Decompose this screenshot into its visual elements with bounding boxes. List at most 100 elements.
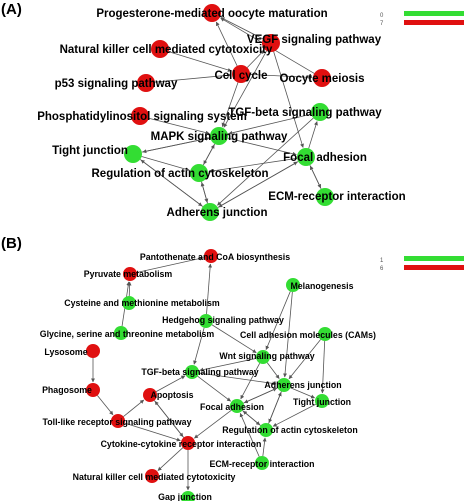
node-pyr-label: Pyruvate metabolism bbox=[84, 269, 173, 279]
edge-aj-to-fa bbox=[217, 161, 298, 208]
node-prog-label: Progesterone-mediated oocyte maturation bbox=[96, 8, 327, 20]
node-vegf-circle bbox=[262, 34, 280, 52]
edge-ajb-to-tjb bbox=[290, 387, 315, 399]
node-rac-circle bbox=[190, 164, 208, 182]
node-pis-label: Phosphatidylinositol signaling system bbox=[37, 111, 247, 123]
node-tlr-circle bbox=[111, 414, 125, 428]
edge-mapk-to-rac bbox=[203, 143, 216, 165]
node-wnt-circle bbox=[256, 350, 270, 364]
node-mel-circle bbox=[286, 278, 300, 292]
legend-b-top-value: 1 bbox=[380, 258, 384, 264]
edge-wnt-to-tgfb bbox=[199, 358, 257, 372]
node-pis-circle bbox=[131, 107, 149, 125]
panel-b: (B) 1 6 Pantothenate and CoA biosynthesi… bbox=[1, 235, 464, 501]
node-mel-label: Melanogenesis bbox=[290, 281, 353, 291]
node-cys-label: Cysteine and methionine metabolism bbox=[64, 298, 220, 308]
node-ecm-label: ECM-receptor interaction bbox=[268, 191, 405, 203]
node-tgf-circle bbox=[311, 103, 329, 121]
node-ecmb-circle bbox=[255, 456, 269, 470]
node-nk-label: Natural killer cell mediated cytotoxicit… bbox=[60, 44, 273, 56]
edge-ecmb-to-fab bbox=[239, 412, 260, 457]
edge-cc-to-vegf bbox=[246, 49, 265, 68]
edge-vegf-to-mapk bbox=[223, 50, 267, 128]
legend-b-bottom-value: 6 bbox=[380, 266, 384, 272]
node-gly-label: Glycine, serine and threonine metabolism bbox=[40, 329, 215, 339]
legend-a-top-value: 0 bbox=[380, 13, 384, 19]
panel-a-edges bbox=[139, 17, 322, 208]
node-tgf-label: TGF-beta signaling pathway bbox=[228, 107, 382, 119]
node-apo-circle bbox=[143, 388, 157, 402]
node-cys-circle bbox=[122, 296, 136, 310]
edge-hh-to-wnt bbox=[211, 324, 257, 354]
node-ajb-circle bbox=[277, 378, 291, 392]
node-aj-label: Adherens junction bbox=[167, 207, 268, 219]
node-fa-circle bbox=[297, 148, 315, 166]
edge-hh-to-pant bbox=[206, 263, 213, 315]
edge-ecmb-to-racb bbox=[262, 437, 267, 457]
node-mapk-label: MAPK signaling pathway bbox=[151, 131, 288, 143]
edge-cc-to-mapk bbox=[221, 82, 239, 127]
node-gap-label: Gap junction bbox=[158, 492, 212, 501]
node-prog-circle bbox=[203, 4, 221, 22]
node-ajb-label: Adherens junction bbox=[264, 380, 341, 390]
node-tlr-label: Toll-like receptor signaling pathway bbox=[43, 417, 192, 427]
node-cyto-label: Cytokine-cytokine receptor interaction bbox=[101, 439, 262, 449]
edge-cyto-to-nkb bbox=[157, 447, 184, 471]
node-fab-label: Focal adhesion bbox=[200, 402, 264, 412]
edge-mel-to-ajb bbox=[283, 291, 293, 378]
panel-b-legend: 1 6 bbox=[380, 256, 464, 272]
edge-nk-to-cc bbox=[168, 51, 232, 72]
legend-b-green-bar bbox=[404, 256, 464, 261]
node-fa-label: Focal adhesion bbox=[283, 152, 367, 164]
node-lys-circle bbox=[86, 344, 100, 358]
edge-tgfb-to-fab bbox=[197, 375, 231, 402]
edge-fab-to-ajb bbox=[243, 387, 278, 404]
edge-vegf-to-prog bbox=[220, 17, 264, 40]
node-lys-label: Lysosome bbox=[44, 347, 87, 357]
edge-cams-to-tjb bbox=[320, 340, 326, 394]
edge-cams-to-ajb bbox=[288, 339, 321, 380]
edge-tj-to-aj bbox=[139, 159, 203, 207]
edge-tj-to-rac bbox=[141, 156, 190, 172]
panel-a: (A) 0 7 Progesterone-mediated oocyte mat… bbox=[1, 1, 464, 221]
node-pyr-circle bbox=[123, 267, 137, 281]
node-mapk-circle bbox=[210, 127, 228, 145]
edge-cc-to-prog bbox=[215, 21, 238, 67]
legend-a-bottom-value: 7 bbox=[380, 21, 384, 27]
edge-pis-to-mapk bbox=[148, 117, 210, 135]
edge-apo-to-tgfb bbox=[155, 375, 186, 392]
edge-racb-to-fab bbox=[242, 410, 261, 426]
node-cc-label: Cell cycle bbox=[214, 70, 267, 82]
node-gly-circle bbox=[114, 326, 128, 340]
panel-a-nodes: Progesterone-mediated oocyte maturationV… bbox=[37, 4, 406, 221]
node-hh-circle bbox=[199, 314, 213, 328]
node-tgfb-label: TGF-beta signaling pathway bbox=[141, 367, 258, 377]
edge-cyto-to-apo bbox=[154, 400, 184, 438]
node-p53-circle bbox=[137, 74, 155, 92]
node-vegf-label: VEGF signaling pathway bbox=[247, 34, 382, 46]
legend-b-red-bar bbox=[404, 265, 464, 270]
edge-fab-to-cyto bbox=[194, 409, 232, 439]
node-phag-label: Phagosome bbox=[42, 385, 92, 395]
edge-mapk-to-fa bbox=[227, 137, 297, 156]
panel-b-nodes: Pantothenate and CoA biosynthesisPyruvat… bbox=[40, 249, 376, 501]
edge-fa-to-ecm bbox=[309, 164, 322, 189]
node-tjb-circle bbox=[315, 394, 329, 408]
node-tj-circle bbox=[124, 145, 142, 163]
panel-b-edges bbox=[91, 256, 326, 491]
edge-fa-to-tgf bbox=[308, 121, 318, 149]
edge-tgfb-to-ajb bbox=[198, 372, 277, 386]
node-p53-label: p53 signaling pathway bbox=[55, 78, 178, 90]
edge-tjb-to-racb bbox=[272, 403, 316, 427]
edge-racb-to-ajb bbox=[268, 392, 282, 424]
legend-a-red-bar bbox=[404, 20, 464, 25]
node-ecmb-label: ECM-receptor interaction bbox=[209, 459, 314, 469]
node-racb-label: Regulation of actin cytoskeleton bbox=[222, 425, 357, 435]
node-cyto-circle bbox=[181, 436, 195, 450]
edge-tgf-to-aj bbox=[217, 117, 314, 206]
node-cams-circle bbox=[318, 327, 332, 341]
node-oom-circle bbox=[313, 69, 331, 87]
node-nkb-circle bbox=[145, 469, 159, 483]
edge-tj-to-mapk bbox=[141, 136, 210, 153]
edge-pyr-to-pant bbox=[136, 256, 204, 273]
